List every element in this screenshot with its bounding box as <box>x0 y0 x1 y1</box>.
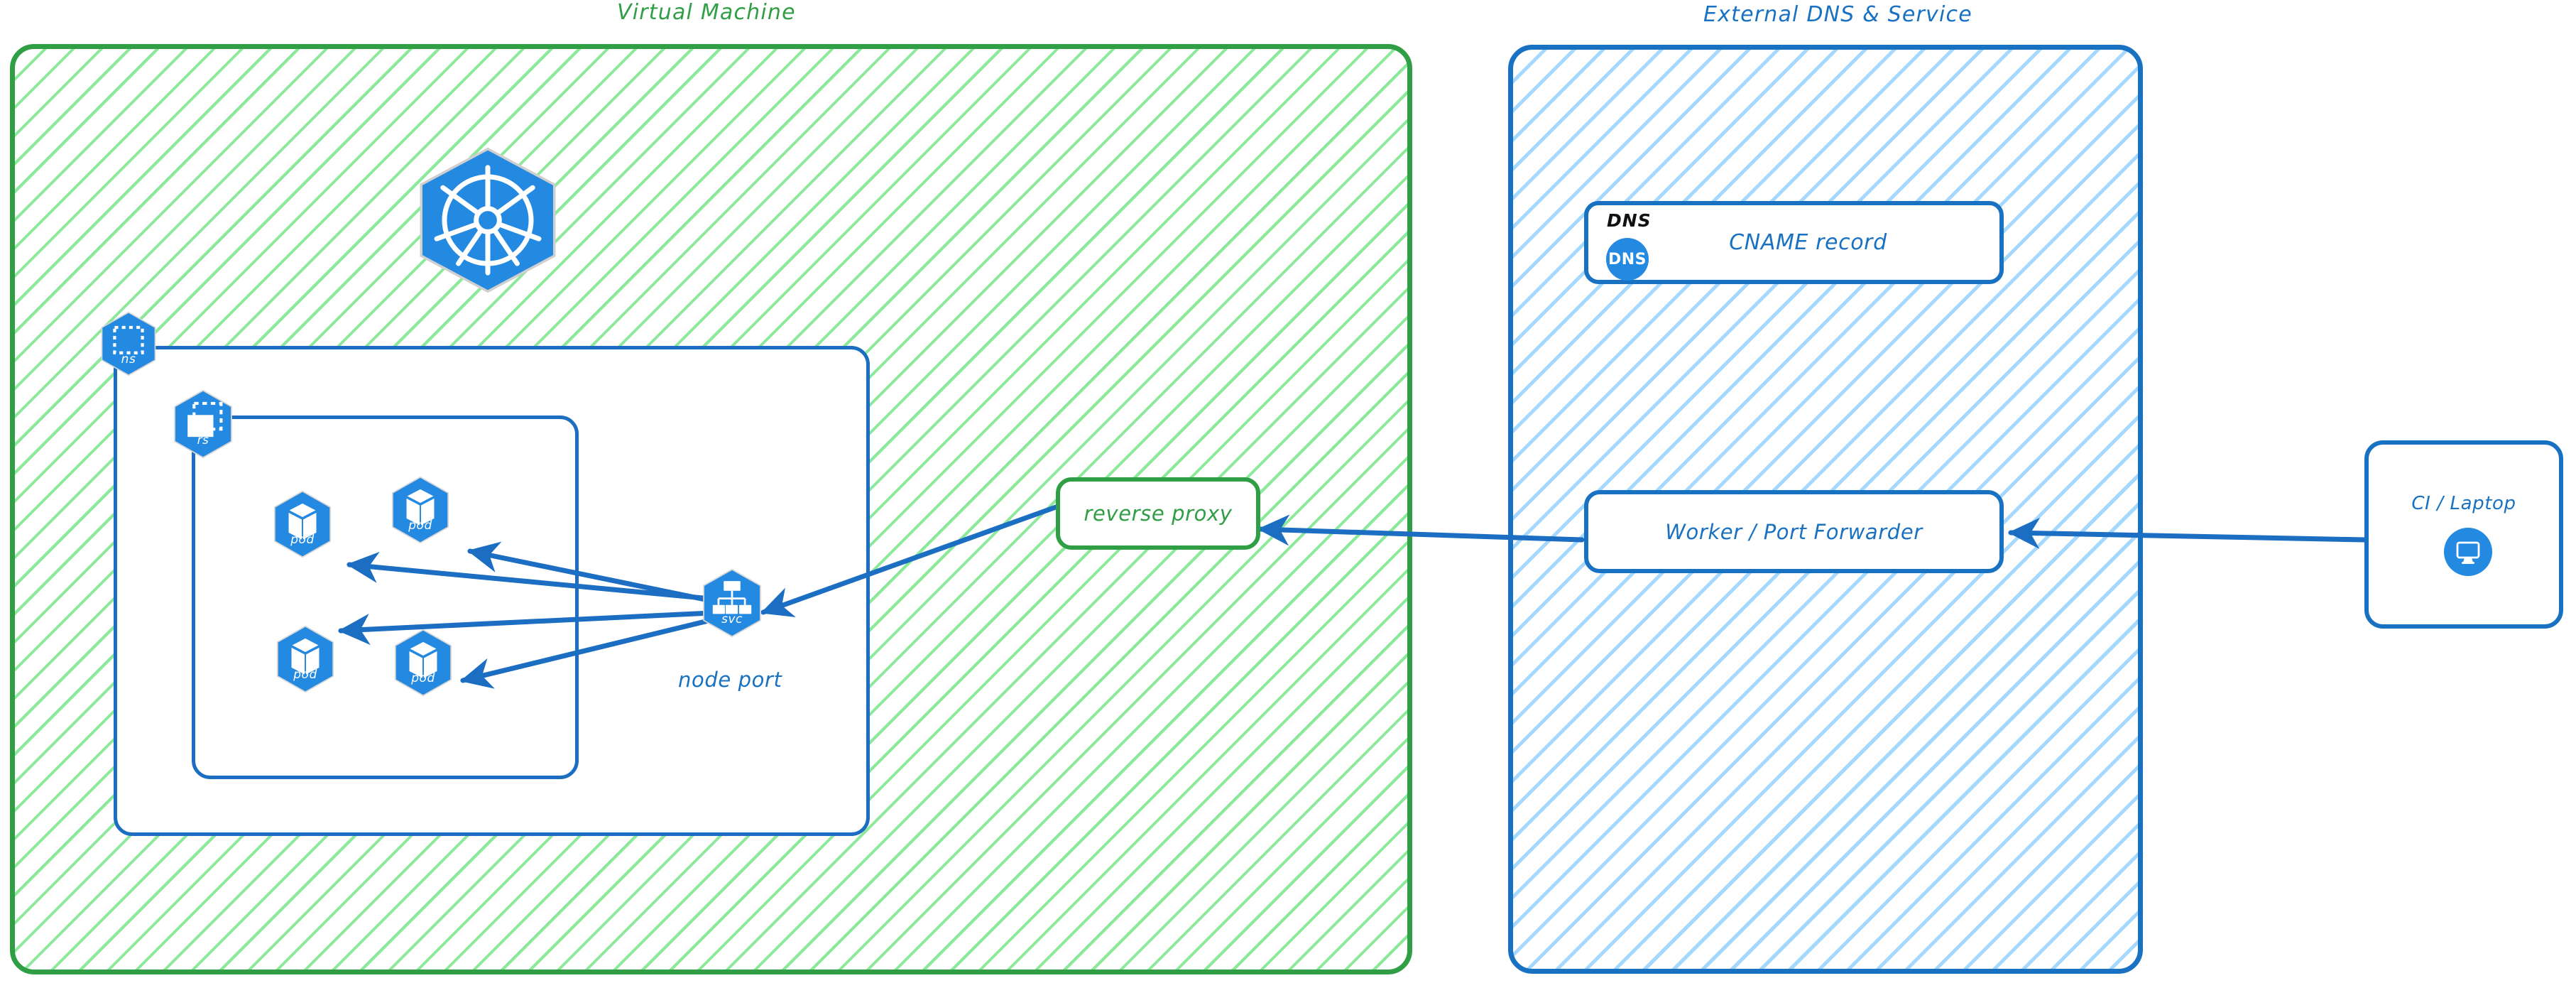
client-node[interactable]: CI / Laptop <box>2364 440 2563 629</box>
replicaset-boundary[interactable] <box>192 416 579 779</box>
worker-label: Worker / Port Forwarder <box>1665 519 1923 544</box>
node-port-label: node port <box>678 668 782 692</box>
pod-3[interactable]: pod <box>273 625 337 693</box>
kubernetes-wheel-icon <box>410 146 565 295</box>
pod-2[interactable]: pod <box>388 476 452 544</box>
group-external-dns-service-title: External DNS & Service <box>1703 2 1972 27</box>
dns-record-node[interactable]: DNS DNS CNAME record <box>1584 201 2004 284</box>
pod-4[interactable]: pod <box>391 629 455 697</box>
replicaset-icon[interactable]: rs <box>170 389 236 459</box>
dns-record-label: CNAME record <box>1729 230 1887 255</box>
client-label: CI / Laptop <box>2411 493 2516 514</box>
worker-node[interactable]: Worker / Port Forwarder <box>1584 490 2004 573</box>
pod-1[interactable]: pod <box>271 490 334 558</box>
reverse-proxy-label: reverse proxy <box>1084 501 1233 526</box>
reverse-proxy-node[interactable]: reverse proxy <box>1056 477 1260 550</box>
group-virtual-machine-title: Virtual Machine <box>617 0 796 25</box>
namespace-icon[interactable]: ns <box>98 311 159 376</box>
service-icon[interactable]: svc <box>699 568 765 638</box>
dns-badge-icon: DNS <box>1606 238 1649 281</box>
dns-kind-label: DNS <box>1607 210 1652 231</box>
desktop-monitor-icon <box>2444 528 2492 576</box>
